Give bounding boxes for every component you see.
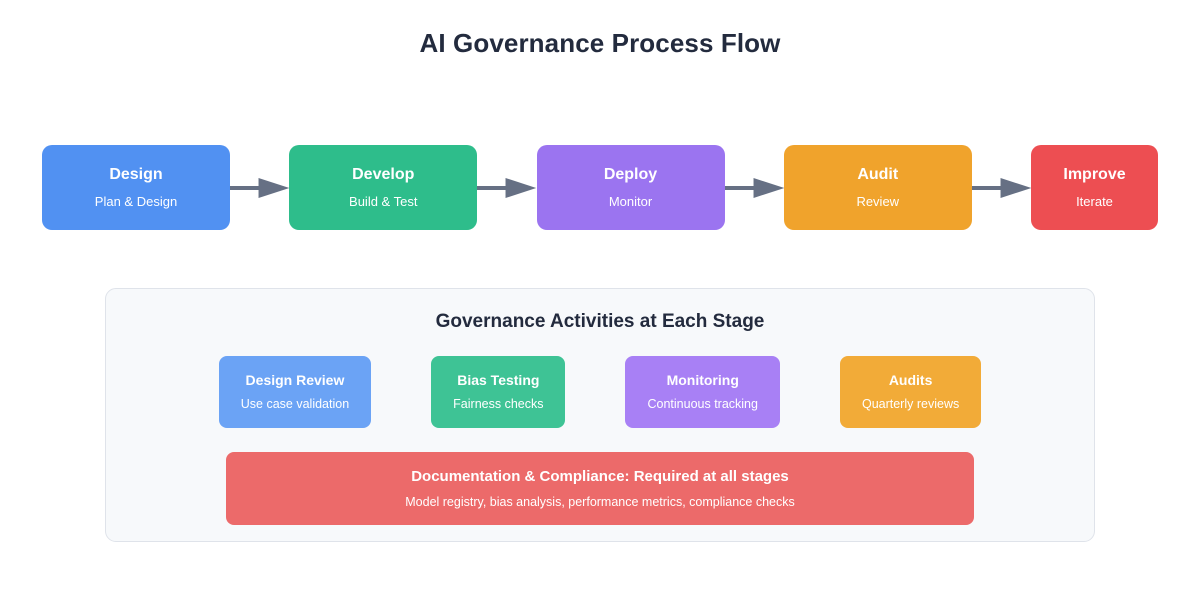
activity-card-bias-testing[interactable]: Bias Testing Fairness checks	[431, 356, 566, 428]
stage-subtitle: Review	[856, 194, 900, 210]
stage-title: Improve	[1063, 166, 1126, 184]
activity-title: Audits	[888, 372, 933, 389]
activity-title: Design Review	[245, 372, 345, 389]
stage-title: Develop	[352, 166, 415, 184]
process-flow-row: Design Plan & Design Develop Build & Tes…	[42, 145, 1158, 230]
activity-subtitle: Quarterly reviews	[861, 396, 960, 411]
activity-subtitle: Use case validation	[240, 396, 350, 411]
activities-row: Design Review Use case validation Bias T…	[106, 356, 1094, 428]
documentation-compliance-banner[interactable]: Documentation & Compliance: Required at …	[226, 452, 974, 525]
activity-card-audits[interactable]: Audits Quarterly reviews	[839, 356, 982, 428]
stage-subtitle: Monitor	[608, 194, 653, 210]
stage-box-develop[interactable]: Develop Build & Test	[289, 145, 478, 230]
arrow-right-icon	[230, 176, 290, 200]
arrow-right-icon	[477, 176, 537, 200]
stage-box-design[interactable]: Design Plan & Design	[42, 145, 230, 230]
stage-title: Deploy	[603, 166, 658, 184]
activity-card-design-review[interactable]: Design Review Use case validation	[218, 356, 372, 428]
governance-activities-panel: Governance Activities at Each Stage Desi…	[105, 288, 1095, 542]
stage-subtitle: Build & Test	[349, 194, 418, 210]
activity-title: Monitoring	[666, 372, 739, 389]
arrow-right-icon	[724, 176, 784, 200]
stage-box-improve[interactable]: Improve Iterate	[1031, 145, 1158, 230]
banner-subtitle: Model registry, bias analysis, performan…	[405, 494, 795, 509]
stage-subtitle: Plan & Design	[94, 194, 178, 210]
banner-title: Documentation & Compliance: Required at …	[411, 467, 789, 485]
stage-subtitle: Iterate	[1076, 194, 1113, 210]
activity-subtitle: Fairness checks	[453, 396, 544, 411]
panel-heading: Governance Activities at Each Stage	[435, 311, 765, 332]
activity-subtitle: Continuous tracking	[647, 396, 758, 411]
activity-card-monitoring[interactable]: Monitoring Continuous tracking	[625, 356, 780, 428]
stage-box-deploy[interactable]: Deploy Monitor	[536, 145, 725, 230]
activity-title: Bias Testing	[457, 372, 540, 389]
page-title: AI Governance Process Flow	[419, 28, 781, 58]
stage-box-audit[interactable]: Audit Review	[783, 145, 972, 230]
stage-title: Design	[109, 166, 163, 184]
arrow-right-icon	[971, 176, 1031, 200]
stage-title: Audit	[857, 166, 899, 184]
